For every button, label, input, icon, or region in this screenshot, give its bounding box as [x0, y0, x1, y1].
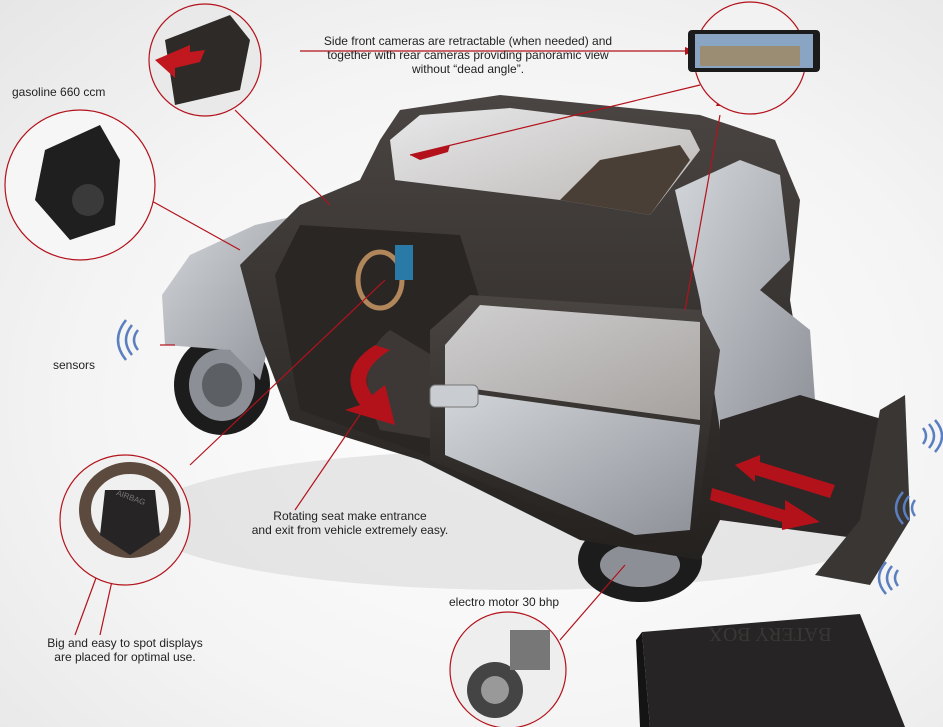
sensors-annotation: sensors — [53, 358, 96, 372]
displays-line-2: are placed for optimal use. — [54, 650, 196, 664]
sensor-waves-icon — [116, 319, 943, 595]
rotate-arrow-icon — [345, 345, 395, 425]
cameras-annotation: Side front cameras are retractable (when… — [290, 34, 646, 76]
displays-line-1: Big and easy to spot displays — [47, 636, 203, 650]
mirror-display-detail-circle — [688, 1, 820, 115]
red-arrows — [345, 145, 835, 530]
displays-annotation: Big and easy to spot displays are placed… — [20, 636, 230, 664]
slide-arrow-out-icon — [710, 488, 820, 530]
battery-box: BATERY BOX — [636, 614, 905, 727]
seat-annotation: Rotating seat make entrance and exit fro… — [220, 509, 480, 537]
battery-box-emboss: BATERY BOX — [708, 623, 832, 645]
electro-motor-detail-circle — [449, 611, 567, 727]
slide-arrow-in-icon — [735, 455, 835, 498]
cameras-line-3: without “dead angle”. — [411, 62, 525, 76]
cameras-line-2: together with rear cameras providing pan… — [327, 48, 609, 62]
airbag-steering-detail-circle: AIRBAG — [59, 454, 191, 586]
engine-detail-circle — [4, 109, 156, 261]
motor-annotation: electro motor 30 bhp — [449, 595, 560, 609]
dashboard-display — [395, 245, 413, 280]
engine-annotation: gasoline 660 ccm — [12, 85, 106, 99]
camera-detail-circle — [148, 3, 262, 117]
open-door — [429, 295, 720, 545]
cameras-line-1: Side front cameras are retractable (when… — [323, 34, 613, 48]
seat-line-1: Rotating seat make entrance — [273, 509, 427, 523]
seat-line-2: and exit from vehicle extremely easy. — [251, 523, 449, 537]
